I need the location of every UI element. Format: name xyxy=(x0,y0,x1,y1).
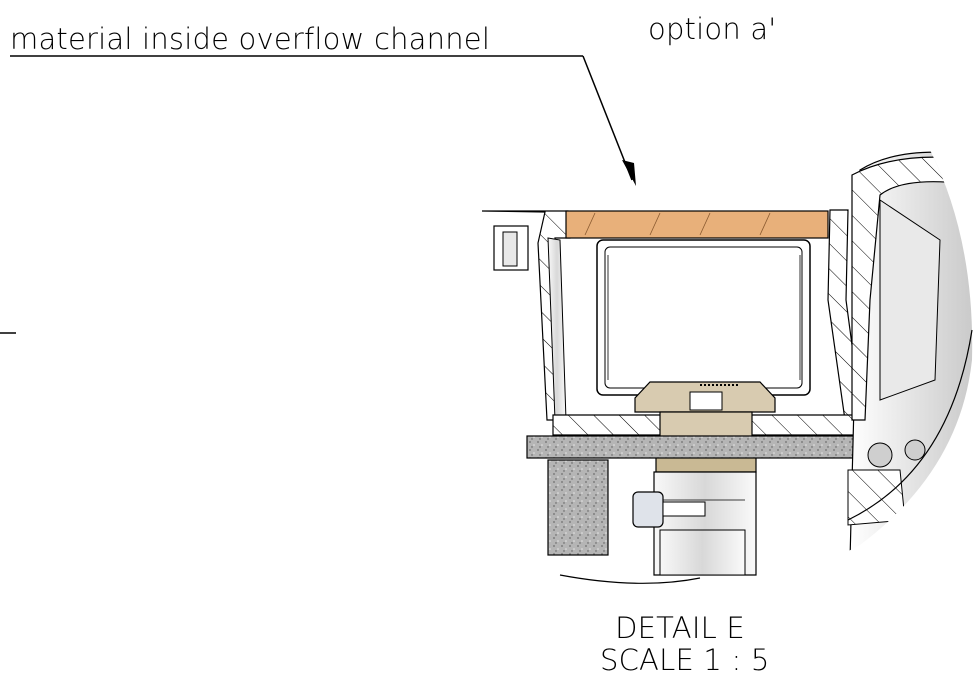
right-cylinder-hatch xyxy=(851,156,973,421)
detail-caption: DETAIL E SCALE 1 : 5 xyxy=(600,611,770,677)
callout-label: material inside overflow channel xyxy=(10,22,491,56)
side-knob xyxy=(632,491,664,528)
mounting-plate xyxy=(526,435,861,459)
left-housing-slot-inner xyxy=(502,231,518,267)
support-block xyxy=(547,459,609,556)
inner-container xyxy=(596,239,811,396)
detail-scale: SCALE 1 : 5 xyxy=(600,643,770,677)
option-label: option a' xyxy=(648,12,777,46)
detail-boundary xyxy=(559,329,973,584)
overflow-channel-material xyxy=(565,210,829,239)
detail-title: DETAIL E xyxy=(615,611,745,645)
callout-leader-line xyxy=(582,55,633,181)
callout-arrowhead xyxy=(622,160,636,186)
